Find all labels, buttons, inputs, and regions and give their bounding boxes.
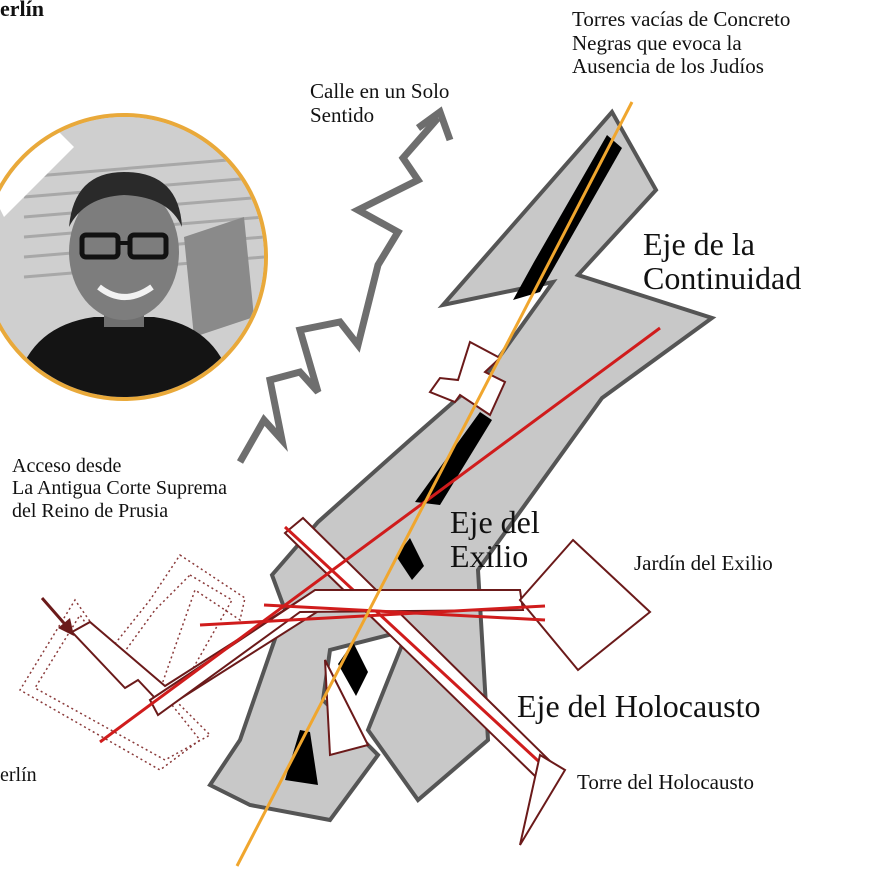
towers-label-line: Ausencia de los Judíos bbox=[572, 54, 764, 79]
towers-label-line: Negras que evoca la bbox=[572, 30, 742, 55]
old-court-outline bbox=[18, 553, 246, 771]
continuity-axis-line bbox=[99, 326, 661, 744]
void-3 bbox=[396, 538, 424, 580]
orange-axis-line bbox=[235, 101, 634, 867]
one-way-street-line bbox=[236, 115, 441, 464]
street-label-line: Calle en un Solo bbox=[310, 79, 450, 103]
access-label: Acceso desde La Antigua Corte Suprema de… bbox=[12, 455, 227, 522]
access-label-line: Acceso desde bbox=[12, 455, 122, 477]
berlin-fragment-label: erlín bbox=[0, 764, 37, 786]
portrait-photo-icon bbox=[0, 117, 264, 397]
architect-portrait bbox=[0, 113, 268, 401]
access-label-line: La Antigua Corte Suprema bbox=[12, 477, 227, 500]
void-5 bbox=[285, 730, 318, 785]
holocaust-axis-label: Eje del Holocausto bbox=[517, 688, 761, 724]
continuity-axis-label: Eje de la Continuidad bbox=[643, 226, 802, 296]
street-label: Calle en un Solo Sentido bbox=[310, 79, 450, 127]
page-title-fragment: erlín bbox=[0, 0, 44, 21]
entrance-arrowhead-icon bbox=[58, 618, 74, 636]
holocaust-tower-label: Torre del Holocausto bbox=[577, 770, 754, 794]
exile-axis-label-line: Exilio bbox=[450, 537, 529, 574]
towers-label: Torres vacías de Concreto Negras que evo… bbox=[572, 7, 791, 79]
exile-axis-label: Eje del Exilio bbox=[450, 504, 540, 574]
holocaust-tower bbox=[519, 753, 567, 846]
continuity-axis-label-line: Eje de la bbox=[643, 226, 755, 262]
exile-axis-line-2 bbox=[263, 603, 546, 622]
exile-garden-label: Jardín del Exilio bbox=[634, 551, 773, 575]
garden-of-exile bbox=[518, 538, 652, 672]
lower-left-corridor bbox=[148, 589, 525, 717]
exile-axis-label-line: Eje del bbox=[450, 504, 540, 540]
old-court-inner-outline bbox=[33, 574, 234, 761]
exile-axis-line bbox=[199, 604, 546, 627]
inner-triangle bbox=[324, 659, 370, 757]
towers-label-line: Torres vacías de Concreto bbox=[572, 7, 791, 31]
street-arrowhead-icon bbox=[415, 106, 454, 142]
access-label-line: del Reino de Prusia bbox=[12, 499, 169, 522]
small-annex bbox=[428, 340, 507, 417]
continuity-axis-corridor bbox=[70, 598, 319, 706]
continuity-axis-label-line: Continuidad bbox=[643, 259, 802, 296]
street-label-line: Sentido bbox=[310, 102, 375, 127]
void-4 bbox=[338, 642, 368, 696]
